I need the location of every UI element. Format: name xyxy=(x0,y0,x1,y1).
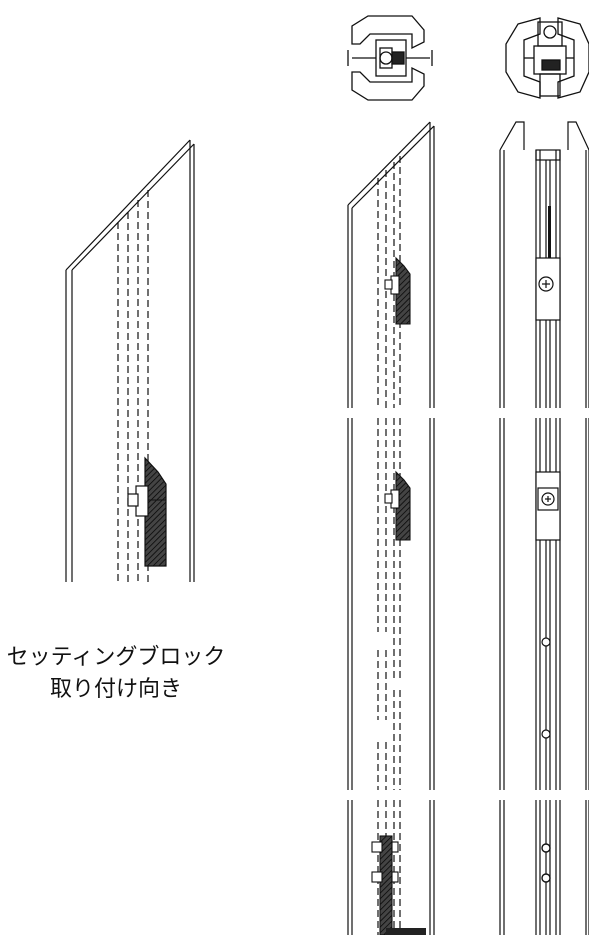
left-mullion-detail xyxy=(65,139,195,582)
screw-fixture-1 xyxy=(535,257,561,321)
drain-holes xyxy=(541,637,551,739)
profile-section-2 xyxy=(505,17,589,99)
caption-line-1: セッティングブロック xyxy=(6,645,226,670)
caption-line-2: 取り付け向き xyxy=(49,677,182,702)
fixing-holes xyxy=(541,843,551,883)
setting-block-left xyxy=(127,456,167,567)
setting-block-middle-3 xyxy=(371,835,426,935)
profile-section-1 xyxy=(347,15,433,101)
setting-block-middle-2 xyxy=(384,470,411,541)
screw-fixture-2 xyxy=(535,471,561,541)
middle-elevation xyxy=(347,121,435,935)
setting-block-middle-1 xyxy=(384,256,411,325)
glazing-strip xyxy=(548,206,551,266)
setting-block-orientation-caption: セッティングブロック 取り付け向き xyxy=(0,642,232,706)
